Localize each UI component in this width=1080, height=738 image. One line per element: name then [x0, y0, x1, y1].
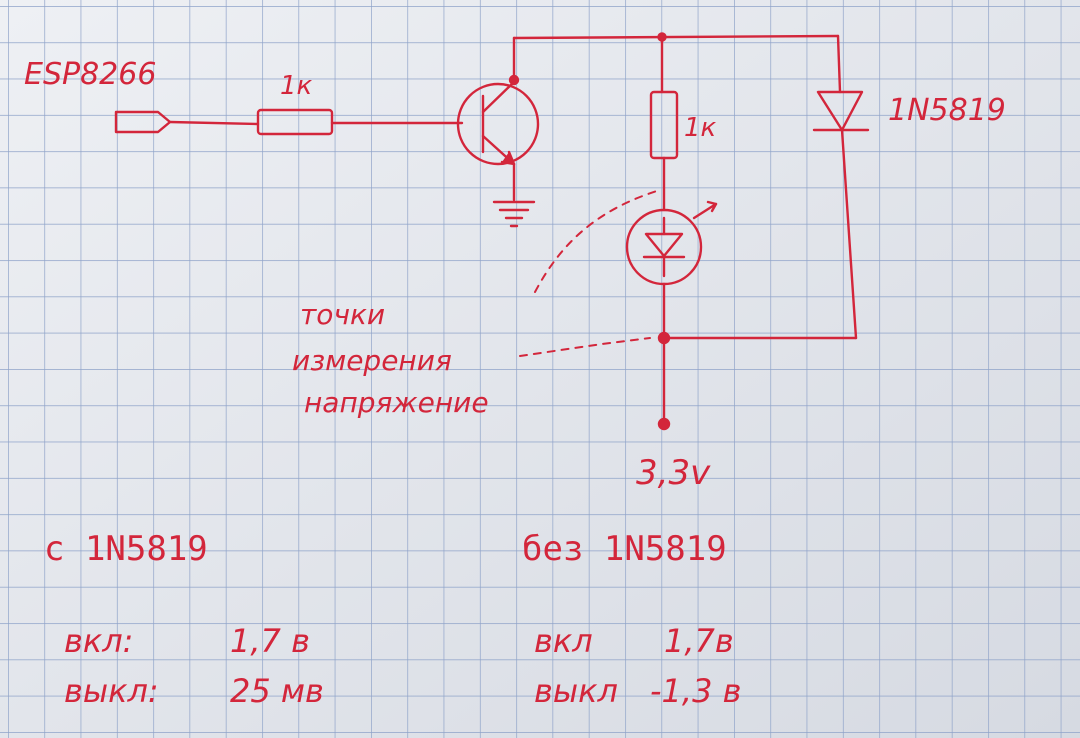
measurements-with-diode: с 1N5819 вкл: 1,7 в выкл: 25 мв — [44, 529, 324, 710]
wire-input — [168, 120, 260, 126]
led-triangle — [644, 232, 684, 258]
wire-diode-bottom — [840, 128, 858, 340]
without-diode-row-value: -1,3 в — [650, 672, 741, 710]
with-diode-row-label: вкл: — [64, 622, 133, 660]
without-diode-title: без 1N5819 — [522, 529, 727, 569]
with-diode-row-value: 1,7 в — [230, 622, 310, 660]
input-connector — [114, 110, 172, 134]
annotation-line-1 — [534, 189, 661, 293]
with-diode-row-value: 25 мв — [230, 672, 324, 710]
wire-diode-top — [836, 34, 842, 94]
junction-collector — [508, 74, 520, 86]
transistor-body — [456, 82, 540, 166]
diode-triangle — [816, 90, 864, 132]
base-resistor-label: 1к — [280, 71, 313, 101]
without-diode-row-value: 1,7в — [664, 622, 734, 660]
measurements-without-diode: без 1N5819 вкл 1,7в выкл -1,3 в — [522, 529, 741, 710]
mcu-label: ESP8266 — [24, 57, 156, 92]
ground-icon — [492, 200, 536, 228]
without-diode-row-label: выкл — [534, 672, 618, 710]
led-resistor-label: 1к — [684, 113, 717, 143]
wire-top-rail — [512, 34, 840, 40]
led-ray — [692, 202, 718, 220]
annotation-line-2 — [519, 337, 651, 357]
annotation-line-text-1: точки — [300, 298, 385, 331]
without-diode-row-label: вкл — [534, 622, 593, 660]
annotation-line-text-3: напряжение — [304, 386, 489, 419]
supply-label: 3,3v — [636, 453, 711, 493]
with-diode-row-label: выкл: — [64, 672, 159, 710]
circuit-schematic — [114, 32, 870, 431]
with-diode-title: с 1N5819 — [44, 529, 208, 569]
diode-label: 1N5819 — [888, 93, 1006, 128]
supply-terminal — [657, 417, 671, 431]
led-ray-arrow — [706, 200, 718, 213]
annotation-line-text-2: измерения — [292, 344, 452, 377]
transistor-collector — [481, 80, 516, 114]
